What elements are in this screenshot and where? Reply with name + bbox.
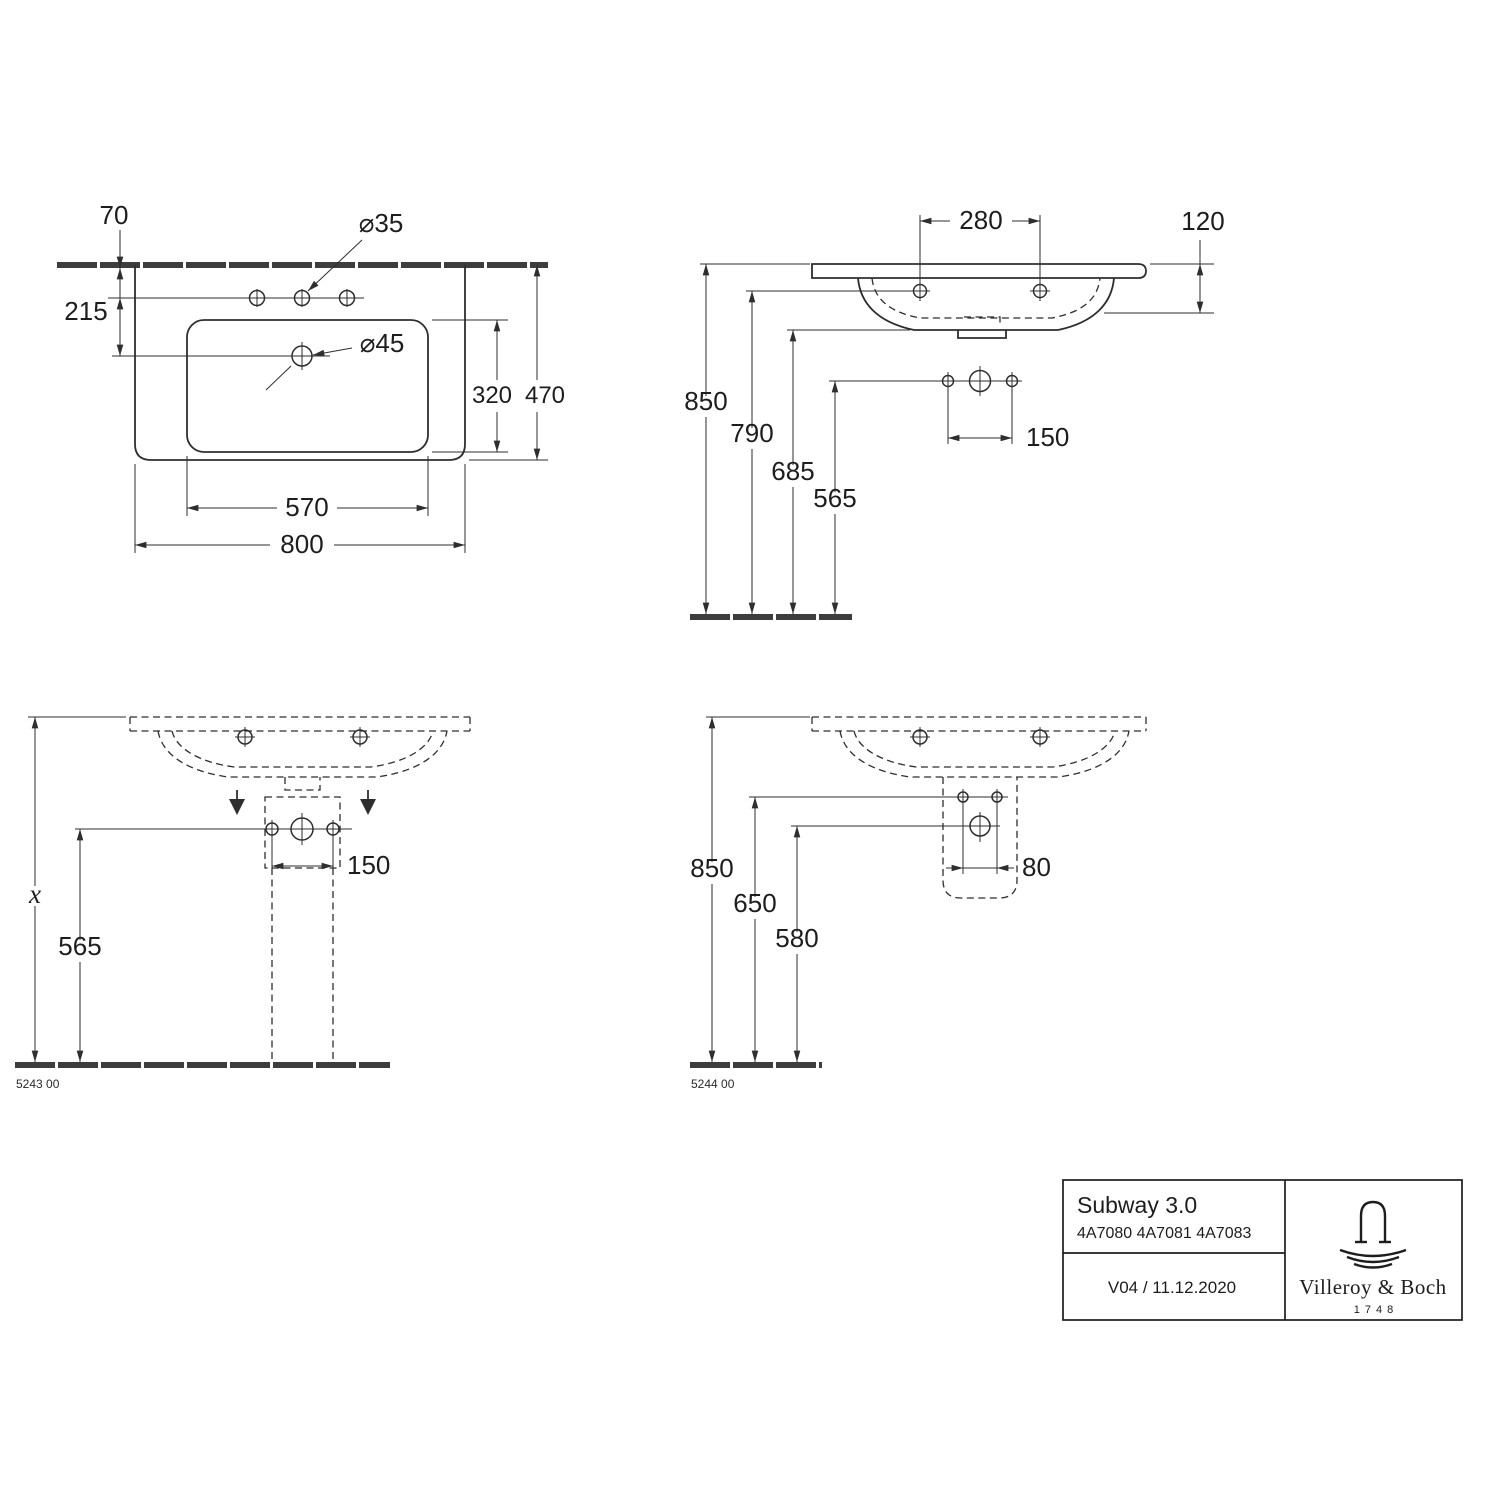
taphole-right-install-2 bbox=[1030, 727, 1050, 747]
drain-detail-install bbox=[75, 813, 352, 845]
drain-wall-trap bbox=[791, 812, 1000, 842]
drain-hole bbox=[112, 342, 330, 391]
dim-total-depth bbox=[469, 264, 548, 461]
taphole-left-front bbox=[910, 281, 930, 301]
brand-logo-icon bbox=[1339, 1200, 1407, 1269]
fixing-position-arrows bbox=[229, 790, 376, 815]
wall-outlet-view: 80 850 650 580 5244 00 bbox=[690, 716, 1147, 1091]
front-elevation-view: 280 120 150 bbox=[684, 205, 1225, 620]
dim-label-rim-height-wall: 850 bbox=[690, 853, 733, 883]
leader-drain-diameter bbox=[312, 347, 353, 357]
dim-taphole-height bbox=[746, 290, 912, 615]
leader-taphole-diameter bbox=[307, 239, 363, 292]
drain-boss bbox=[957, 330, 1007, 339]
dim-label-wall-to-tapholes: 70 bbox=[100, 200, 129, 230]
dim-label-total-width: 800 bbox=[280, 529, 323, 559]
dim-fixing-spacing-install bbox=[271, 836, 334, 872]
floor-outlet-view: 150 x 565 5243 00 bbox=[15, 716, 471, 1091]
dim-label-taphole-spacing: 280 bbox=[959, 205, 1002, 235]
dim-label-body-height: 120 bbox=[1181, 206, 1224, 236]
dim-label-bowl-depth: 320 bbox=[472, 382, 512, 409]
variant-code-floor-outlet: 5243 00 bbox=[16, 1077, 60, 1091]
dim-label-drain-height-wall: 580 bbox=[775, 923, 818, 953]
dim-rim-height-variable bbox=[28, 716, 126, 1063]
taphole-right bbox=[338, 289, 356, 307]
dim-label-drain-diameter: ⌀45 bbox=[360, 328, 405, 358]
basin-hidden-outline bbox=[129, 716, 471, 791]
fixing-and-drain-detail bbox=[829, 366, 1022, 396]
taphole-left bbox=[248, 289, 266, 307]
dim-rim-height-front bbox=[700, 263, 810, 615]
dim-outlet-spacing bbox=[946, 804, 1014, 874]
basin-outline bbox=[134, 265, 466, 461]
taphole-left-install bbox=[235, 727, 255, 747]
basin-deck bbox=[811, 263, 1147, 279]
dim-label-fixing-height-wall: 650 bbox=[733, 888, 776, 918]
taphole-center bbox=[293, 289, 311, 307]
dim-label-taphole-diameter: ⌀35 bbox=[359, 208, 404, 238]
dim-underside-height bbox=[787, 329, 910, 615]
dim-rim-height-wall bbox=[706, 716, 810, 1063]
dim-label-taphole-height: 790 bbox=[730, 418, 773, 448]
dim-label-wall-to-drain: 215 bbox=[64, 296, 107, 326]
plan-view: ⌀35 ⌀45 70 215 470 320 bbox=[57, 200, 565, 559]
basin-body bbox=[857, 277, 1115, 331]
article-numbers: 4A7080 4A7081 4A7083 bbox=[1077, 1225, 1251, 1242]
dim-label-total-depth: 470 bbox=[525, 382, 565, 409]
dim-total-width bbox=[134, 464, 466, 553]
product-name: Subway 3.0 bbox=[1077, 1192, 1197, 1218]
title-block-border bbox=[1062, 1179, 1463, 1321]
dim-label-rim-height-variable: x bbox=[28, 879, 41, 909]
dim-label-fixing-spacing-front: 150 bbox=[1026, 422, 1069, 452]
dim-label-outlet-spacing: 80 bbox=[1022, 852, 1051, 882]
dim-body-height bbox=[1104, 240, 1214, 314]
dim-label-fixing-spacing-install: 150 bbox=[347, 850, 390, 880]
version-date: V04 / 11.12.2020 bbox=[1108, 1278, 1236, 1297]
dim-bowl-width bbox=[186, 456, 429, 516]
dim-label-fixing-height-front: 565 bbox=[813, 483, 856, 513]
dim-label-rim-height-front: 850 bbox=[684, 386, 727, 416]
variant-code-wall-outlet: 5244 00 bbox=[691, 1077, 735, 1091]
dim-label-underside-height: 685 bbox=[771, 456, 814, 486]
fixing-holes-wall-trap bbox=[749, 789, 1008, 805]
overflow-hidden bbox=[964, 316, 1001, 327]
taphole-right-front bbox=[1030, 281, 1050, 301]
brand-year: 1748 bbox=[1354, 1304, 1398, 1316]
dim-taphole-spacing bbox=[919, 215, 1041, 283]
brand-name: Villeroy & Boch bbox=[1299, 1275, 1446, 1299]
taphole-left-install-2 bbox=[910, 727, 930, 747]
dim-bowl-depth bbox=[432, 319, 508, 453]
dim-label-drain-height-install: 565 bbox=[58, 931, 101, 961]
dim-fixing-spacing-front bbox=[947, 388, 1013, 444]
taphole-right-install bbox=[350, 727, 370, 747]
title-block: Subway 3.0 4A7080 4A7081 4A7083 V04 / 11… bbox=[1062, 1179, 1463, 1321]
bowl-hidden-contour bbox=[871, 277, 1101, 319]
bowl-outline bbox=[186, 319, 429, 453]
siphon-hidden bbox=[264, 796, 341, 1062]
basin-hidden-outline-2 bbox=[811, 716, 1147, 778]
dim-label-bowl-width: 570 bbox=[285, 492, 328, 522]
wall-trap-hidden bbox=[942, 777, 1018, 899]
